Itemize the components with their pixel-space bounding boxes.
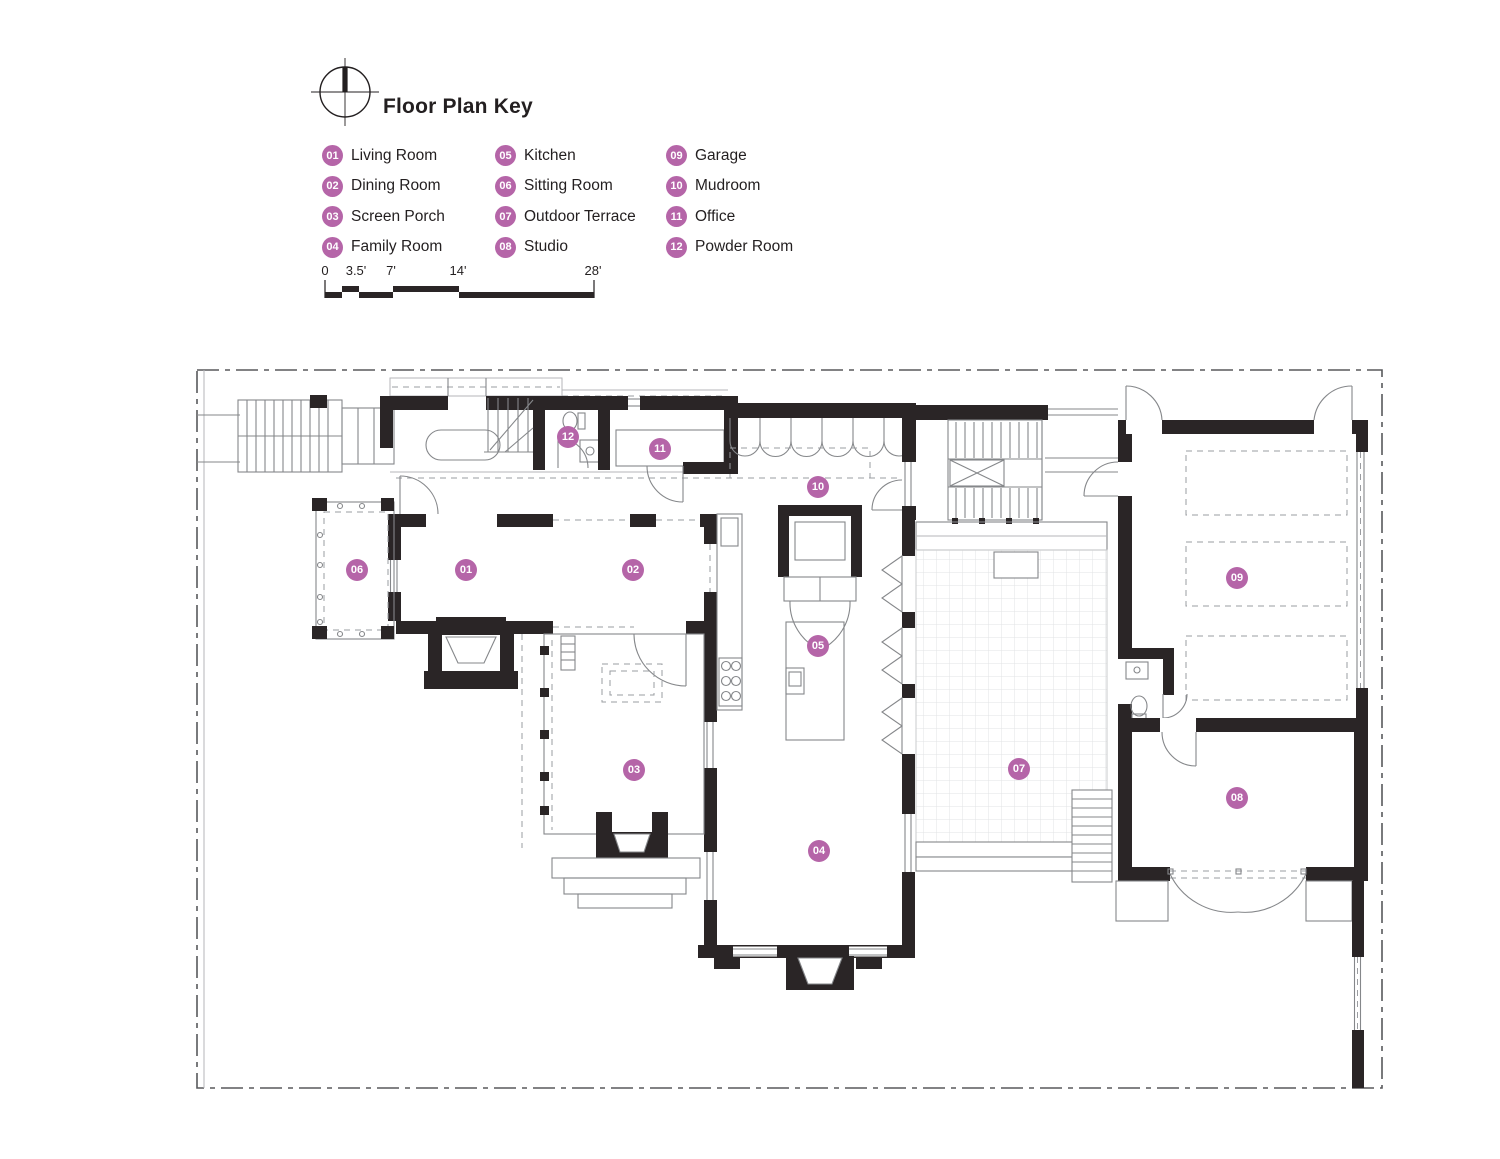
legend-label-10: Mudroom <box>695 177 761 194</box>
legend-badge-06: 06 <box>495 175 516 197</box>
legend-label-09: Garage <box>695 146 747 164</box>
room-badge-01: 01 <box>455 559 477 581</box>
page-title: Floor Plan Key <box>383 95 533 118</box>
legend-badge-12: 12 <box>666 236 687 258</box>
room-badge-07: 07 <box>1008 758 1030 780</box>
entry-stairs <box>197 395 395 473</box>
legend-badge-07: 07 <box>495 206 516 227</box>
legend-item-03: 03 Screen Porch <box>322 206 445 227</box>
sitting-porch <box>312 498 395 640</box>
living-dining <box>388 514 717 689</box>
property-boundary <box>196 369 1383 1089</box>
legend-item-09: 09 Garage <box>666 145 793 166</box>
legend-item-10: 10 Mudroom <box>666 175 793 197</box>
scale-bar <box>324 280 595 298</box>
legend-item-05: 05 Kitchen <box>495 145 636 166</box>
legend-label-12: Powder Room <box>695 238 794 255</box>
room-badge-09: 09 <box>1226 567 1248 589</box>
legend-label-03: Screen Porch <box>351 207 445 225</box>
outdoor-terrace <box>915 521 1113 883</box>
legend-item-07: 07 Outdoor Terrace <box>495 206 636 227</box>
legend-item-06: 06 Sitting Room <box>495 175 636 197</box>
legend-label-06: Sitting Room <box>524 177 613 194</box>
legend-badge-05: 05 <box>495 145 516 166</box>
scale-tick-28: 28' <box>584 263 602 278</box>
legend-badge-11: 11 <box>666 206 687 227</box>
legend-item-08: 08 Studio <box>495 236 636 258</box>
legend-label-08: Studio <box>524 238 568 255</box>
legend-label-04: Family Room <box>351 238 443 255</box>
legend-item-12: 12 Powder Room <box>666 236 794 258</box>
studio <box>1115 731 1368 1088</box>
legend-column-2: 05 Kitchen 06 Sitting Room 07 Outdoor Terrace… <box>495 145 636 267</box>
room-badge-03: 03 <box>623 759 645 781</box>
legend-badge-10: 10 <box>666 175 687 197</box>
scale-tick-14: 14' <box>449 263 467 278</box>
kitchen <box>704 513 845 958</box>
room-badge-06: 06 <box>346 559 368 581</box>
legend-badge-02: 02 <box>322 175 343 197</box>
legend-badge-03: 03 <box>322 206 343 227</box>
scale-tick-0: 0 <box>321 263 329 278</box>
legend-badge-01: 01 <box>322 145 343 166</box>
legend-label-05: Kitchen <box>524 146 576 164</box>
legend-label-11: Office <box>695 207 736 225</box>
room-badge-04: 04 <box>808 840 830 862</box>
room-badge-10: 10 <box>807 476 829 498</box>
legend-label-01: Living Room <box>351 146 438 164</box>
room-badge-05: 05 <box>807 635 829 657</box>
legend-badge-09: 09 <box>666 145 687 166</box>
screen-porch <box>521 633 705 909</box>
legend-label-02: Dining Room <box>351 177 441 194</box>
kitchen-family-east-wall <box>881 520 915 945</box>
legend-column-1: 01 Living Room 02 Dining Room 03 Screen Porch… <box>322 145 445 267</box>
room-badge-12: 12 <box>557 426 579 448</box>
legend-badge-08: 08 <box>495 236 516 258</box>
scale-tick-7: 7' <box>386 263 396 278</box>
mudroom <box>728 403 916 520</box>
room-badge-11: 11 <box>649 438 671 460</box>
legend-badge-04: 04 <box>322 236 343 258</box>
room-badge-08: 08 <box>1226 787 1248 809</box>
family-room <box>698 945 915 990</box>
garage <box>1118 385 1368 732</box>
room-badge-02: 02 <box>622 559 644 581</box>
office <box>615 396 738 503</box>
legend-item-01: 01 Living Room <box>322 145 445 166</box>
legend-item-04: 04 Family Room <box>322 236 445 258</box>
compass-icon <box>311 58 379 126</box>
exterior-stair <box>916 405 1119 524</box>
legend-column-3: 09 Garage 10 Mudroom 11 Office 12 Powder Room <box>666 145 793 267</box>
legend-item-02: 02 Dining Room <box>322 175 445 197</box>
legend-label-07: Outdoor Terrace <box>524 207 636 225</box>
scale-tick-3.5: 3.5' <box>345 263 367 278</box>
legend-item-11: 11 Office <box>666 206 793 227</box>
kitchen-fireplace <box>778 505 862 651</box>
